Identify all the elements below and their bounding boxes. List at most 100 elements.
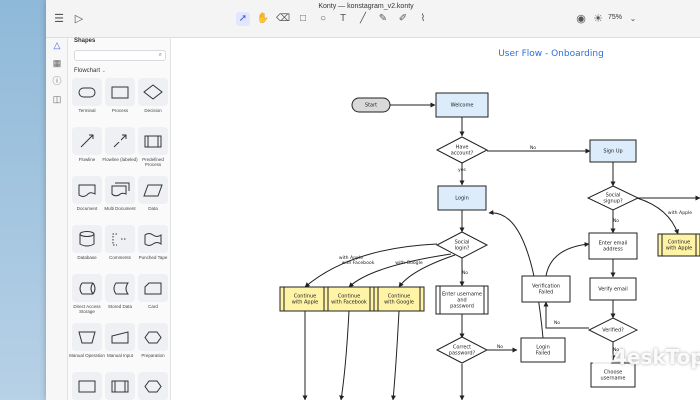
- library-icon[interactable]: ◫: [52, 94, 62, 104]
- node-shape: [589, 277, 637, 301]
- decision-have_account: [435, 136, 489, 164]
- card-icon: [138, 274, 168, 302]
- shape-item-predefined[interactable]: Predefined Process: [138, 127, 168, 173]
- pen-icon[interactable]: ✎: [378, 13, 388, 24]
- node-label-choose_username: Choose: [604, 370, 622, 376]
- chevron-down-icon: ⌄: [101, 68, 106, 74]
- shape-item-direct-access[interactable]: Direct Access Storage: [72, 274, 102, 320]
- shape-item-preparation[interactable]: Preparation: [138, 323, 168, 369]
- node-welcome[interactable]: [435, 92, 489, 118]
- shape-label: Stored Data: [107, 304, 132, 309]
- node-continue_google[interactable]: [373, 286, 425, 312]
- direct-access-icon: [72, 274, 102, 302]
- line-icon[interactable]: ╱: [359, 13, 367, 24]
- ellipse-icon[interactable]: ○: [319, 13, 327, 24]
- shape-label: Preparation: [141, 353, 165, 358]
- layers-icon[interactable]: ▦: [52, 58, 62, 68]
- panel-title: Shapes: [74, 38, 96, 44]
- edge-social-login-facebook: [348, 253, 452, 288]
- node-label-verify_email: Verify email: [598, 287, 628, 293]
- node-verification_failed[interactable]: [521, 275, 571, 303]
- shape-item-card[interactable]: Card: [138, 274, 168, 320]
- node-verify_email[interactable]: [589, 277, 637, 301]
- shape-item-predefined[interactable]: [105, 372, 135, 400]
- manual-input-icon: [105, 323, 135, 351]
- chevron-down-icon[interactable]: ⌄: [629, 14, 637, 23]
- node-label-verified: Verified?: [602, 328, 624, 334]
- node-shape-bars: [439, 286, 485, 314]
- rectangle-icon[interactable]: □: [299, 13, 307, 24]
- node-enter_username[interactable]: [435, 285, 489, 315]
- shape-label: Manual Operation: [69, 353, 105, 358]
- data-icon: [138, 176, 168, 204]
- zoom-level[interactable]: 75%: [608, 14, 623, 21]
- stored-data-icon: [105, 274, 135, 302]
- node-enter_email[interactable]: [588, 232, 638, 260]
- shape-item-manual-operation[interactable]: Manual Operation: [69, 323, 105, 369]
- edge-label: yes: [458, 168, 467, 173]
- node-shape-bars: [327, 287, 371, 311]
- node-continue_apple_2[interactable]: [657, 233, 700, 257]
- shape-item-process[interactable]: Process: [105, 78, 135, 124]
- decision-icon: [138, 78, 168, 106]
- shape-item-terminal[interactable]: Terminal: [72, 78, 102, 124]
- decision-social_login: [435, 231, 489, 259]
- node-shape-bars: [377, 287, 421, 311]
- node-login[interactable]: [437, 185, 487, 211]
- watermark: 4eskTop: [591, 340, 700, 380]
- shape-item-multi-document[interactable]: Multi Document: [104, 176, 136, 222]
- node-shape: [588, 232, 638, 260]
- decision-social_signup: [586, 185, 640, 211]
- eraser-icon[interactable]: ⌫: [276, 13, 291, 24]
- diagram-title: User Flow - Onboarding: [498, 49, 604, 59]
- section-flowchart[interactable]: Flowchart ⌄: [74, 68, 106, 74]
- edge-label: No: [613, 218, 619, 224]
- info-icon[interactable]: ⓘ: [52, 76, 62, 86]
- shape-item-preparation[interactable]: [138, 372, 168, 400]
- shape-item-stored-data[interactable]: Stored Data: [105, 274, 135, 320]
- shapes-icon[interactable]: △: [53, 40, 61, 50]
- database-icon: [72, 225, 102, 253]
- shape-label: Manual Input: [106, 353, 134, 358]
- sidebar-toggle-icon[interactable]: ☰: [54, 13, 64, 25]
- eye-icon[interactable]: ◉: [576, 13, 586, 25]
- shape-item-manual-input[interactable]: Manual Input: [105, 323, 135, 369]
- node-label-enter_username: and: [457, 298, 466, 304]
- pointer-icon[interactable]: ➚: [236, 12, 250, 26]
- shape-item-decision[interactable]: Decision: [138, 78, 168, 124]
- shape-item-data[interactable]: Data: [138, 176, 168, 222]
- manual-operation-icon: [72, 323, 102, 351]
- node-label-enter_email: Enter email: [599, 241, 628, 247]
- brush-icon[interactable]: ✐: [398, 13, 408, 24]
- node-sign_up[interactable]: [589, 139, 637, 163]
- punched-tape-icon: [138, 225, 168, 253]
- search-icon: ⌕: [158, 52, 162, 58]
- shape-item-comments[interactable]: Comments: [105, 225, 135, 271]
- shape-item-document[interactable]: Document: [72, 176, 102, 222]
- edge-social-login-google: [398, 254, 456, 288]
- shape-item-flowline-labeled[interactable]: Flowline (labeled): [102, 127, 138, 173]
- shape-label: Card: [148, 304, 158, 309]
- node-start[interactable]: [351, 97, 391, 113]
- node-label-sign_up: Sign Up: [603, 149, 622, 155]
- shape-item-flowline[interactable]: Flowline: [72, 127, 102, 173]
- play-icon[interactable]: ▷: [74, 13, 84, 25]
- node-shape: [351, 97, 391, 113]
- connector-icon[interactable]: ⌇: [420, 13, 426, 24]
- shape-item-punched-tape[interactable]: Punched Tape: [138, 225, 168, 271]
- decision-correct_password: [435, 336, 489, 364]
- shape-item-database[interactable]: Database: [72, 225, 102, 271]
- shape-item-process[interactable]: [72, 372, 102, 400]
- node-shape: [521, 275, 571, 303]
- node-continue_facebook[interactable]: [323, 286, 375, 312]
- sun-icon[interactable]: ☀: [593, 13, 603, 25]
- shape-label: Comments: [109, 255, 131, 260]
- node-shape: [437, 185, 487, 211]
- text-icon[interactable]: T: [339, 13, 347, 24]
- edge-label: with Google: [395, 260, 423, 266]
- shape-search-input[interactable]: [78, 52, 156, 60]
- hand-icon[interactable]: ✋: [256, 13, 270, 24]
- node-login_failed[interactable]: [520, 337, 566, 363]
- predefined-icon: [138, 127, 168, 155]
